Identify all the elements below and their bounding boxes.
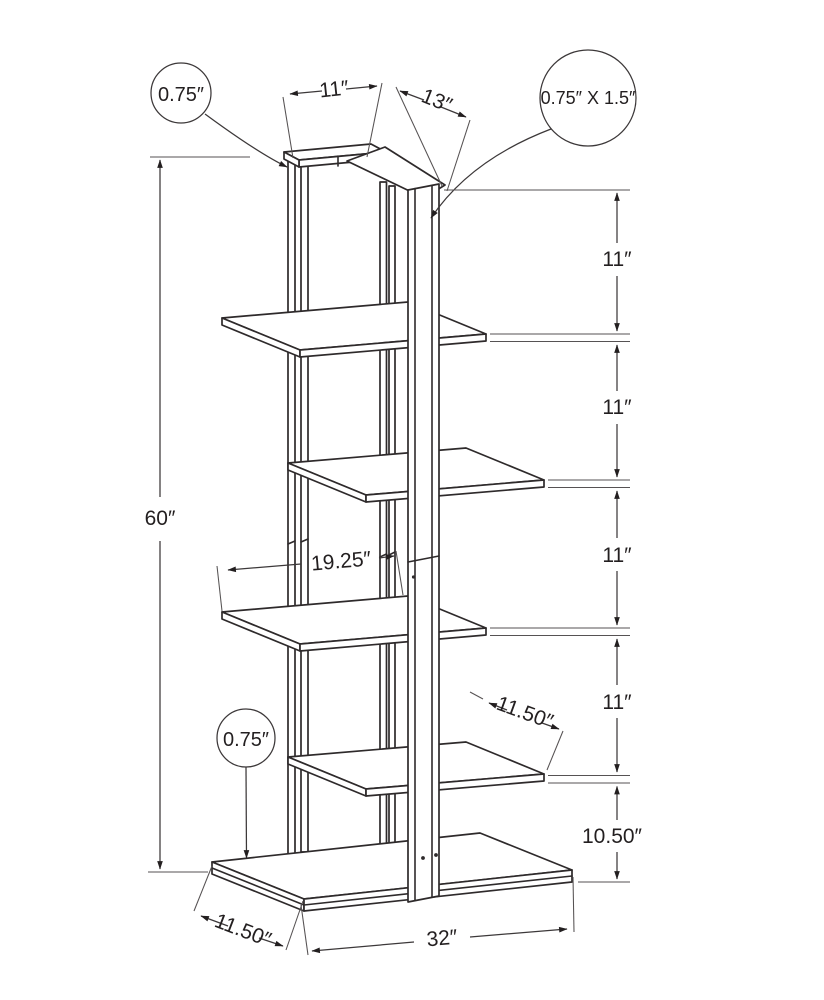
dim-right-gap-4-label: 11″ xyxy=(602,691,632,714)
dim-right-gap-2: 11″ xyxy=(602,344,632,478)
dim-base-depth-label: 11.50″ xyxy=(211,909,274,952)
dim-right-spacing-chain: 11″ 11″ 11″ 11″ 10.50″ xyxy=(444,189,643,883)
left-frame-legs xyxy=(287,157,309,855)
center-post xyxy=(407,183,440,903)
dim-shelf-depth-label: 11.50″ xyxy=(493,692,556,734)
dim-overall-height-label: 60″ xyxy=(145,507,176,530)
dim-overall-height: 60″ xyxy=(145,156,250,873)
dim-top-shelf-width-label: 11″ xyxy=(318,76,350,102)
callout-shelf-thickness-label: 0.75″ xyxy=(223,729,269,751)
base-platform xyxy=(211,832,573,912)
shelf-level-2 xyxy=(221,301,487,358)
dim-shelf-width: 19.25″ xyxy=(216,547,404,612)
dim-right-gap-2-label: 11″ xyxy=(602,396,632,419)
callout-post-section-label: 0.75″ X 1.5″ xyxy=(541,88,636,108)
diagonal-top-support xyxy=(346,146,446,199)
callout-shelf-thickness: 0.75″ xyxy=(216,708,276,859)
back-frame-legs xyxy=(379,181,396,846)
callout-frame-thickness-top-label: 0.75″ xyxy=(158,84,204,106)
dim-top-diagonal-label: 13″ xyxy=(418,84,456,117)
etagere-drawing xyxy=(211,143,573,912)
dim-base-width-label: 32″ xyxy=(426,926,459,952)
dim-right-gap-3: 11″ xyxy=(602,490,632,626)
shelf-level-3 xyxy=(287,447,545,503)
callout-frame-thickness-top: 0.75″ xyxy=(150,62,288,168)
dim-base-width: 32″ xyxy=(300,876,575,956)
dim-top-shelf-width: 11″ xyxy=(282,76,383,159)
dim-right-gap-3-label: 11″ xyxy=(602,544,632,567)
dim-right-gap-1: 11″ xyxy=(602,192,632,332)
dim-right-gap-5: 10.50″ xyxy=(582,785,643,880)
dim-right-gap-5-label: 10.50″ xyxy=(582,825,643,848)
shelf-level-4 xyxy=(221,595,487,652)
dim-right-gap-4: 11″ xyxy=(602,638,632,773)
dim-right-gap-1-label: 11″ xyxy=(602,248,632,271)
dim-shelf-width-label: 19.25″ xyxy=(310,547,372,575)
callout-post-section: 0.75″ X 1.5″ xyxy=(430,49,637,219)
